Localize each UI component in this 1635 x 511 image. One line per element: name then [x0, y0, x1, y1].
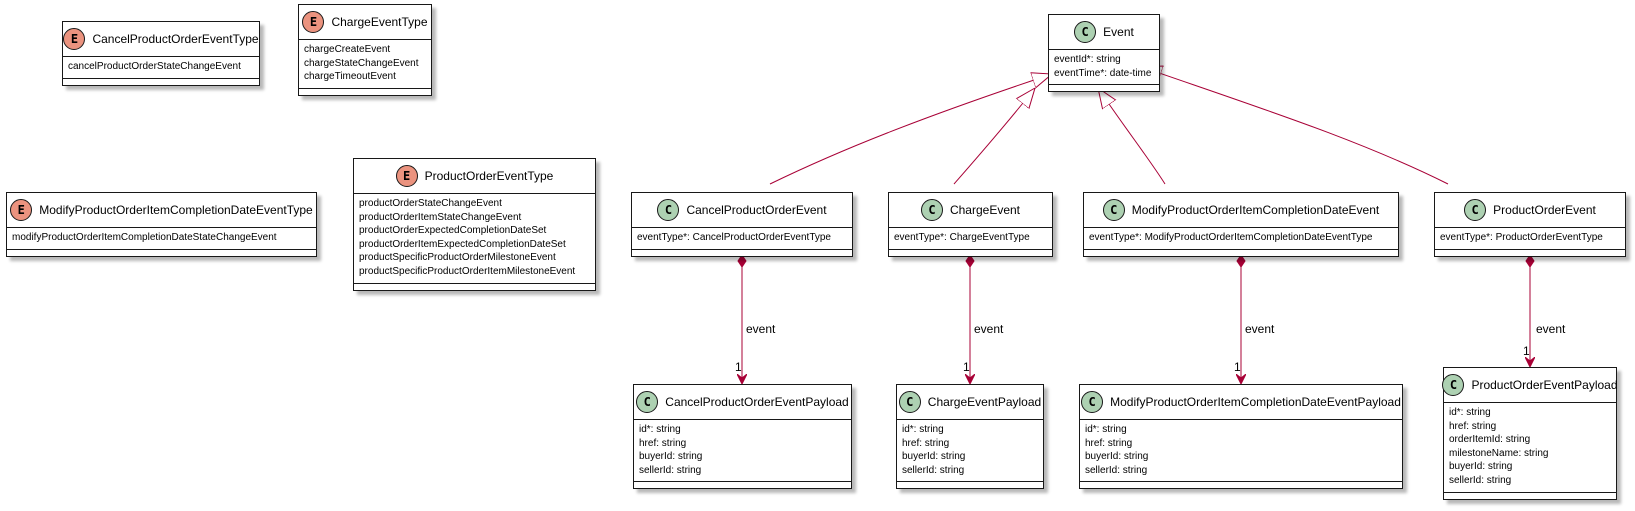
- class-field: sellerId: string: [902, 464, 965, 476]
- class-field: id*: string: [1449, 407, 1491, 418]
- class-event[interactable]: C Event eventId*: string eventTime*: date…: [1048, 14, 1160, 93]
- class-c-icon: C: [898, 391, 921, 413]
- class-title: ProductOrderEvent: [1493, 203, 1596, 217]
- class-field: href: string: [639, 437, 687, 449]
- inheritance-edge-modify: [1098, 88, 1166, 185]
- enum-title: ChargeEventType: [331, 15, 428, 29]
- class-title: ProductOrderEventPayload: [1471, 378, 1618, 392]
- class-field: milestoneName: string: [1449, 447, 1549, 459]
- inheritance-edge-charge: [953, 88, 1035, 185]
- enum-value: productOrderExpectedCompletionDateSet: [359, 225, 547, 237]
- class-field: eventTime*: date-time: [1054, 67, 1152, 79]
- enum-value: chargeStateChangeEvent: [304, 57, 419, 69]
- class-field: eventId*: string: [1054, 54, 1121, 65]
- class-c-icon: C: [657, 199, 680, 221]
- class-field: href: string: [902, 437, 950, 449]
- enum-e-icon: E: [63, 28, 86, 50]
- class-cancel-product-order-event[interactable]: C CancelProductOrderEvent eventType*: Can…: [631, 192, 853, 257]
- class-field: href: string: [1085, 437, 1133, 449]
- class-title: ModifyProductOrderItemCompletionDateEven…: [1110, 395, 1401, 409]
- class-title: CancelProductOrderEvent: [686, 203, 827, 217]
- enum-value: modifyProductOrderItemCompletionDateStat…: [12, 232, 277, 243]
- class-c-icon: C: [920, 199, 943, 221]
- class-field: orderItemId: string: [1449, 434, 1531, 446]
- class-modify-product-order-item-completion-date-event[interactable]: C ModifyProductOrderItemCompletionDateEve…: [1083, 192, 1399, 257]
- multiplicity-product: 1: [1523, 344, 1530, 358]
- enum-title: CancelProductOrderEventType: [92, 32, 259, 46]
- class-field: id*: string: [639, 424, 681, 435]
- class-field: href: string: [1449, 420, 1497, 432]
- class-title: Event: [1103, 25, 1134, 39]
- class-field: buyerId: string: [902, 451, 966, 463]
- multiplicity-modify: 1: [1234, 360, 1241, 374]
- enum-title: ModifyProductOrderItemCompletionDateEven…: [39, 203, 313, 217]
- class-c-icon: C: [1074, 21, 1097, 43]
- class-product-order-event-payload[interactable]: C ProductOrderEventPayload id*: string hr…: [1442, 367, 1618, 500]
- class-charge-event[interactable]: C ChargeEvent eventType*: ChargeEventType: [888, 192, 1053, 257]
- class-product-order-event[interactable]: C ProductOrderEvent eventType*: ProductOr…: [1434, 192, 1626, 257]
- class-field: eventType*: CancelProductOrderEventType: [637, 232, 831, 243]
- enum-value: productSpecificProductOrderMilestoneEven…: [359, 252, 556, 264]
- enum-value: productSpecificProductOrderItemMilestone…: [359, 265, 576, 277]
- enum-value: productOrderItemStateChangeEvent: [359, 211, 522, 223]
- class-title: CancelProductOrderEventPayload: [665, 395, 849, 409]
- inheritance-edge-cancel: [769, 74, 1052, 185]
- enum-e-icon: E: [302, 11, 325, 33]
- class-field: sellerId: string: [1085, 464, 1148, 476]
- association-label-modify: event: [1245, 322, 1275, 336]
- class-field: eventType*: ProductOrderEventType: [1440, 232, 1603, 243]
- enum-value: chargeCreateEvent: [304, 44, 391, 55]
- enum-value: cancelProductOrderStateChangeEvent: [68, 61, 241, 72]
- class-field: buyerId: string: [1449, 461, 1513, 473]
- enum-product-order-event-type[interactable]: E ProductOrderEventType productOrderState…: [353, 158, 596, 291]
- enum-charge-event-type[interactable]: E ChargeEventType chargeCreateEvent charg…: [298, 4, 432, 96]
- enum-e-icon: E: [395, 165, 418, 187]
- enum-value: productOrderItemExpectedCompletionDateSe…: [359, 238, 566, 250]
- class-c-icon: C: [1442, 374, 1465, 396]
- class-field: buyerId: string: [1085, 451, 1149, 463]
- enum-cancel-product-order-event-type[interactable]: E CancelProductOrderEventType cancelProdu…: [62, 21, 260, 86]
- class-field: id*: string: [1085, 424, 1127, 435]
- class-field: buyerId: string: [639, 451, 703, 463]
- inheritance-edge-product: [1142, 67, 1449, 185]
- enum-e-icon: E: [10, 199, 33, 221]
- multiplicity-charge: 1: [963, 360, 970, 374]
- class-field: sellerId: string: [1449, 474, 1512, 486]
- class-title: ModifyProductOrderItemCompletionDateEven…: [1131, 203, 1380, 217]
- enum-value: productOrderStateChangeEvent: [359, 198, 502, 209]
- class-title: ChargeEvent: [949, 203, 1021, 217]
- multiplicity-cancel: 1: [735, 360, 742, 374]
- class-c-icon: C: [1081, 391, 1104, 413]
- class-c-icon: C: [1102, 199, 1125, 221]
- class-cancel-product-order-event-payload[interactable]: C CancelProductOrderEventPayload id*: str…: [633, 384, 852, 490]
- enum-value: chargeTimeoutEvent: [304, 71, 396, 83]
- class-field: eventType*: ModifyProductOrderItemComple…: [1089, 232, 1373, 243]
- class-field: eventType*: ChargeEventType: [894, 232, 1030, 243]
- class-title: ChargeEventPayload: [927, 395, 1042, 409]
- association-label-charge: event: [974, 322, 1004, 336]
- class-field: id*: string: [902, 424, 944, 435]
- class-field: sellerId: string: [639, 464, 702, 476]
- enum-modify-product-order-item-completion-date-event-type[interactable]: E ModifyProductOrderItemCompletionDateEve…: [6, 192, 317, 257]
- class-c-icon: C: [636, 391, 659, 413]
- class-c-icon: C: [1464, 199, 1487, 221]
- class-modify-product-order-item-completion-date-event-payload[interactable]: C ModifyProductOrderItemCompletionDateEve…: [1079, 384, 1403, 490]
- association-label-product: event: [1536, 322, 1566, 336]
- association-label-cancel: event: [746, 322, 776, 336]
- enum-title: ProductOrderEventType: [424, 169, 554, 183]
- class-charge-event-payload[interactable]: C ChargeEventPayload id*: string href: st…: [896, 384, 1044, 490]
